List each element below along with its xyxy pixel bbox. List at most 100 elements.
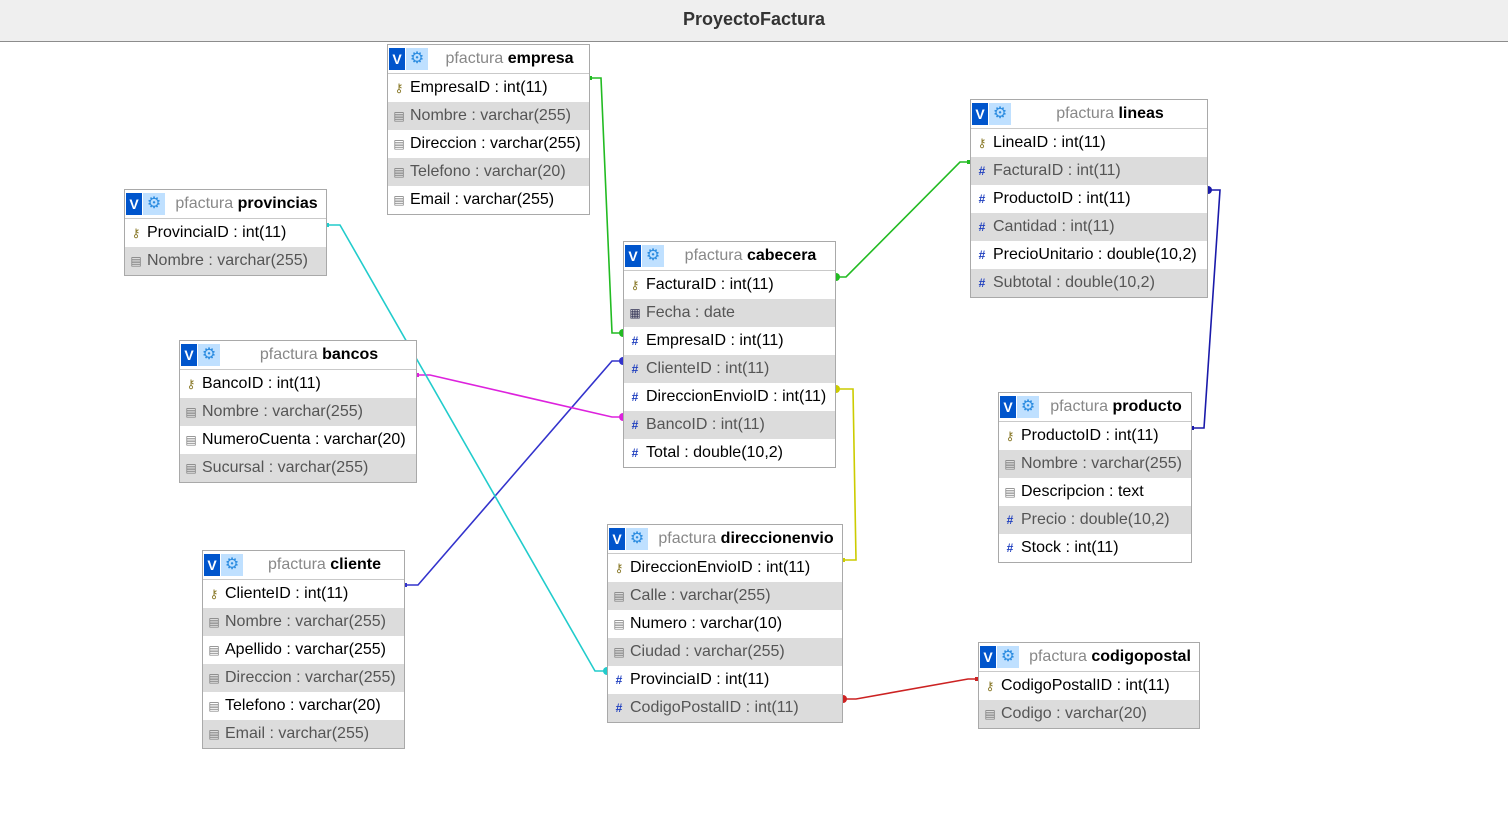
table-direccionenvio[interactable]: V⚙pfactura direccionenvio⚷DireccionEnvio… [607,524,843,723]
column-row[interactable]: ▤Email : varchar(255) [388,186,589,214]
column-row[interactable]: ▦Fecha : date [624,299,835,327]
view-toggle-button[interactable]: V [980,646,996,668]
column-name: Email [225,725,266,742]
view-toggle-button[interactable]: V [181,344,197,366]
table-header[interactable]: V⚙pfactura empresa [388,45,589,74]
separator: : [686,615,701,632]
column-row[interactable]: ▤Telefono : varchar(20) [388,158,589,186]
table-lineas[interactable]: V⚙ pfactura lineas⚷LineaID : int(11)#Fact… [970,99,1208,298]
column-row[interactable]: ▤Nombre : varchar(255) [388,102,589,130]
column-row[interactable]: ▤Nombre : varchar(255) [203,608,404,636]
gear-icon[interactable]: ⚙ [221,554,243,576]
column-name: Sucursal [202,459,265,476]
table-provincias[interactable]: V⚙pfactura provincias⚷ProvinciaID : int(… [124,189,327,276]
column-row[interactable]: ▤Descripcion : text [999,478,1191,506]
view-toggle-button[interactable]: V [126,193,142,215]
gear-icon[interactable]: ⚙ [1017,396,1039,418]
column-row[interactable]: ▤Calle : varchar(255) [608,582,842,610]
column-name: Fecha [646,304,691,321]
table-producto[interactable]: V⚙pfactura producto⚷ProductoID : int(11)… [998,392,1192,563]
column-row[interactable]: #ProvinciaID : int(11) [608,666,842,694]
column-row[interactable]: #EmpresaID : int(11) [624,327,835,355]
column-row[interactable]: ▤Nombre : varchar(255) [180,398,416,426]
column-name: Descripcion [1021,483,1105,500]
text-icon: ▤ [1004,485,1016,499]
gear-icon[interactable]: ⚙ [989,103,1011,125]
column-row[interactable]: ▤Direccion : varchar(255) [388,130,589,158]
view-toggle-button[interactable]: V [609,528,625,550]
table-codigopostal[interactable]: V⚙ pfactura codigopostal⚷CodigoPostalID :… [978,642,1200,729]
gear-icon[interactable]: ⚙ [626,528,648,550]
gear-icon[interactable]: ⚙ [198,344,220,366]
table-bancos[interactable]: V⚙pfactura bancos⚷BancoID : int(11)▤Nomb… [179,340,417,483]
table-empresa[interactable]: V⚙pfactura empresa⚷EmpresaID : int(11)▤N… [387,44,590,215]
separator: : [281,613,296,630]
relation-line[interactable] [590,77,623,334]
hash-icon: # [978,248,986,262]
view-toggle-button[interactable]: V [204,554,220,576]
table-header[interactable]: V⚙ pfactura codigopostal [979,643,1199,672]
gear-icon[interactable]: ⚙ [997,646,1019,668]
column-row[interactable]: #DireccionEnvioID : int(11) [624,383,835,411]
view-toggle-button[interactable]: V [389,48,405,70]
column-row[interactable]: ▤NumeroCuenta : varchar(20) [180,426,416,454]
column-row[interactable]: #ProductoID : int(11) [971,185,1207,213]
relation-line[interactable] [417,374,623,418]
column-row[interactable]: ⚷DireccionEnvioID : int(11) [608,554,842,582]
text-icon: ▤ [130,254,142,268]
column-row[interactable]: #ClienteID : int(11) [624,355,835,383]
table-header[interactable]: V⚙pfactura direccionenvio [608,525,842,554]
column-row[interactable]: #Total : double(10,2) [624,439,835,467]
table-cabecera[interactable]: V⚙ pfactura cabecera⚷FacturaID : int(11)▦… [623,241,836,468]
view-toggle-button[interactable]: V [1000,396,1016,418]
column-row[interactable]: ▤Nombre : varchar(255) [125,247,326,275]
column-row[interactable]: ▤Email : varchar(255) [203,720,404,748]
table-header[interactable]: V⚙ pfactura cabecera [624,242,835,271]
table-cliente[interactable]: V⚙pfactura cliente⚷ClienteID : int(11)▤N… [202,550,405,749]
column-row[interactable]: ▤Direccion : varchar(255) [203,664,404,692]
table-header[interactable]: V⚙ pfactura lineas [971,100,1207,129]
column-row[interactable]: #CodigoPostalID : int(11) [608,694,842,722]
column-row[interactable]: ⚷ClienteID : int(11) [203,580,404,608]
column-row[interactable]: ⚷LineaID : int(11) [971,129,1207,157]
gear-icon[interactable]: ⚙ [642,245,664,267]
relation-line[interactable] [843,678,978,700]
column-row[interactable]: ▤Apellido : varchar(255) [203,636,404,664]
table-title: pfactura lineas [1017,100,1203,128]
table-header[interactable]: V⚙pfactura cliente [203,551,404,580]
column-row[interactable]: #Stock : int(11) [999,534,1191,562]
column-row[interactable]: ⚷EmpresaID : int(11) [388,74,589,102]
gear-icon[interactable]: ⚙ [143,193,165,215]
view-toggle-button[interactable]: V [972,103,988,125]
table-title: pfactura cabecera [670,242,831,270]
column-row[interactable]: #FacturaID : int(11) [971,157,1207,185]
separator: : [680,643,695,660]
view-toggle-button[interactable]: V [625,245,641,267]
table-title: pfactura codigopostal [1025,643,1195,671]
column-row[interactable]: ▤Nombre : varchar(255) [999,450,1191,478]
column-row[interactable]: ⚷CodigoPostalID : int(11) [979,672,1199,700]
column-row[interactable]: ▤Telefono : varchar(20) [203,692,404,720]
column-row[interactable]: ▤Numero : varchar(10) [608,610,842,638]
column-row[interactable]: ▤Ciudad : varchar(255) [608,638,842,666]
column-row[interactable]: ⚷FacturaID : int(11) [624,271,835,299]
column-row[interactable]: ⚷ProductoID : int(11) [999,422,1191,450]
column-row[interactable]: #Cantidad : int(11) [971,213,1207,241]
table-header[interactable]: V⚙pfactura bancos [180,341,416,370]
column-row[interactable]: #Subtotal : double(10,2) [971,269,1207,297]
column-row[interactable]: ⚷ProvinciaID : int(11) [125,219,326,247]
table-header[interactable]: V⚙pfactura provincias [125,190,326,219]
relation-line[interactable] [405,360,623,586]
column-row[interactable]: #BancoID : int(11) [624,411,835,439]
hash-icon: # [978,220,986,234]
gear-icon[interactable]: ⚙ [406,48,428,70]
column-row[interactable]: ▤Sucursal : varchar(255) [180,454,416,482]
column-row[interactable]: ▤Codigo : varchar(20) [979,700,1199,728]
separator: : [203,252,218,269]
column-type: double(10,2) [1106,246,1197,263]
column-row[interactable]: #PrecioUnitario : double(10,2) [971,241,1207,269]
column-row[interactable]: #Precio : double(10,2) [999,506,1191,534]
relation-line[interactable] [836,161,970,278]
table-header[interactable]: V⚙pfactura producto [999,393,1191,422]
column-row[interactable]: ⚷BancoID : int(11) [180,370,416,398]
